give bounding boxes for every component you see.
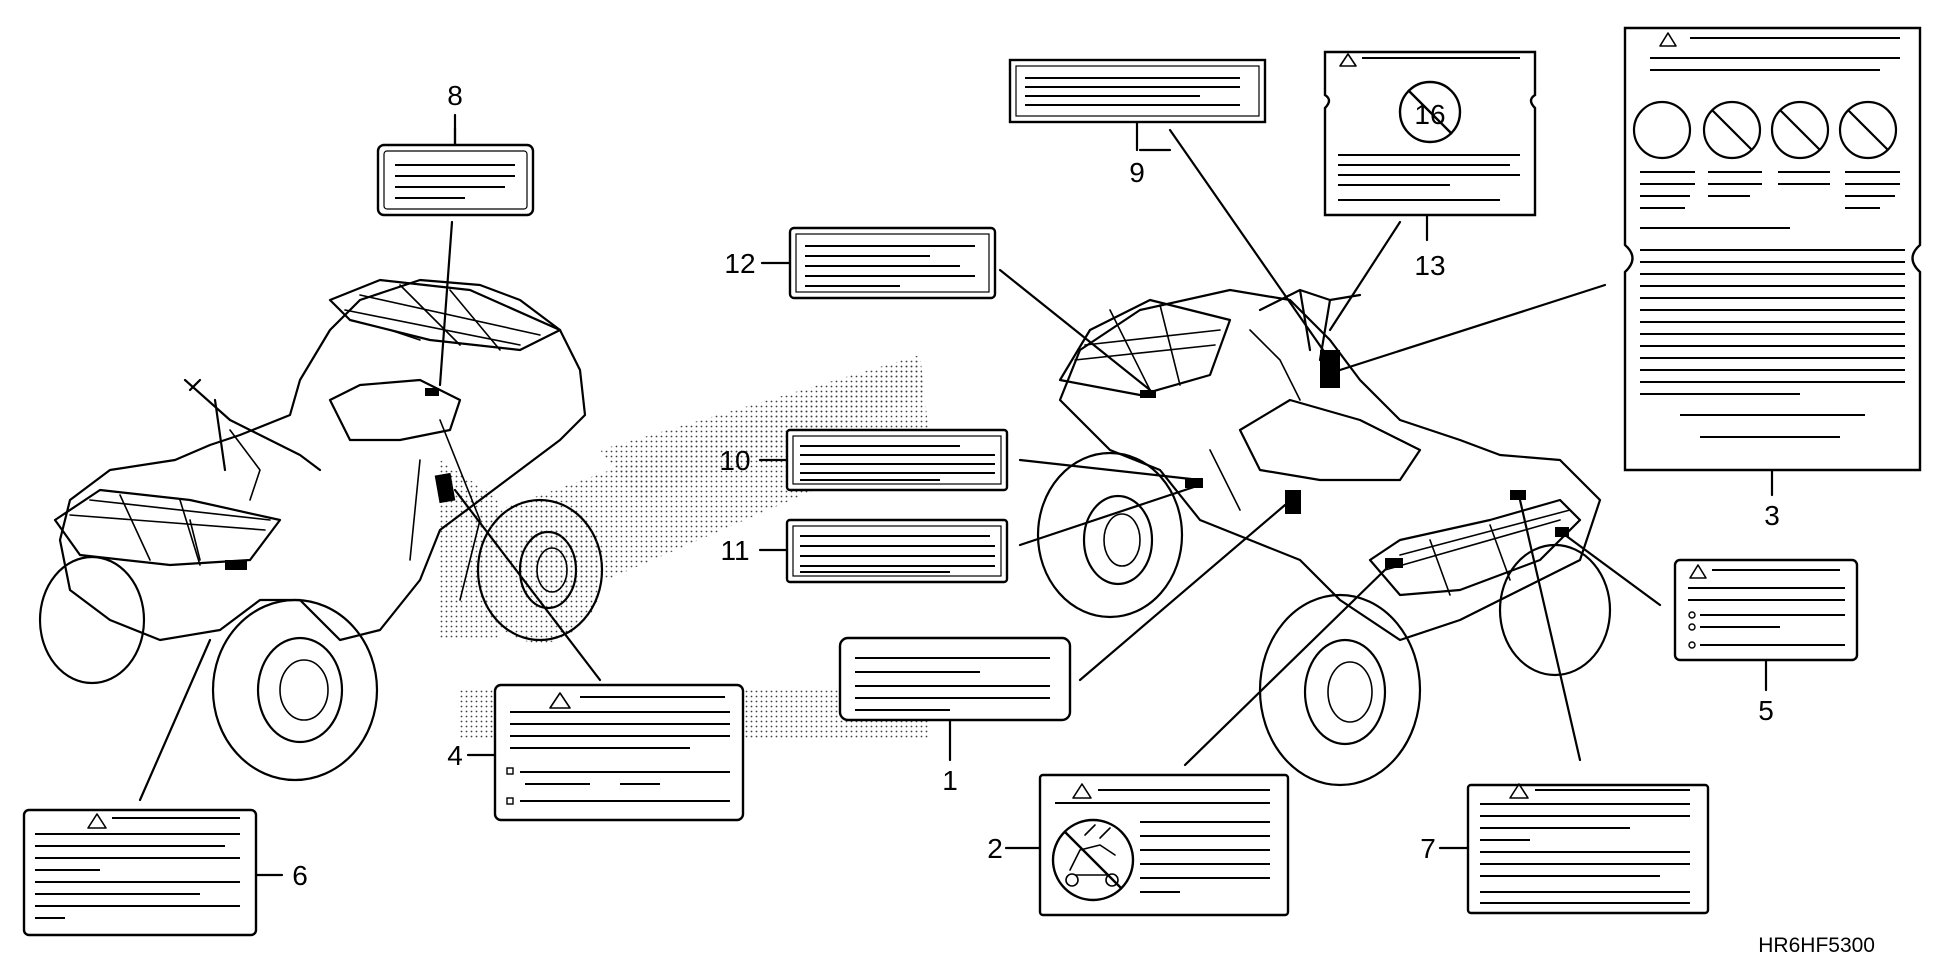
warning-triangle-icon <box>1689 564 1707 579</box>
diagram-code: HR6HF5300 <box>1758 934 1875 957</box>
atv-right-view <box>1036 288 1612 787</box>
label-5 <box>1673 558 1859 662</box>
warning-triangle-icon <box>87 813 107 829</box>
label-10 <box>785 428 1009 492</box>
age-restriction-icon: 16 <box>1398 80 1462 144</box>
callout-12: 12 <box>724 248 755 279</box>
leader-lines <box>138 126 1662 802</box>
callout-10: 10 <box>719 445 750 476</box>
label-1 <box>838 636 1072 722</box>
warning-triangle-icon <box>1072 783 1092 799</box>
label-11 <box>785 518 1009 584</box>
callout-6: 6 <box>292 860 308 891</box>
label-8 <box>376 143 535 217</box>
warning-triangle-icon <box>1659 32 1677 47</box>
label-7 <box>1466 783 1710 915</box>
warning-triangle-icon <box>549 692 571 709</box>
warning-triangle-icon <box>1509 783 1529 799</box>
atv-left-view <box>38 278 604 782</box>
callout-8: 8 <box>447 80 463 111</box>
callout-7: 7 <box>1420 833 1436 864</box>
callout-9: 9 <box>1129 157 1145 188</box>
label-4 <box>493 683 745 822</box>
label-3 <box>1623 26 1922 472</box>
label-2 <box>1038 773 1290 917</box>
warning-triangle-icon <box>1339 53 1357 67</box>
callout-3: 3 <box>1764 500 1780 531</box>
age-number: 16 <box>1414 99 1445 130</box>
callout-1: 1 <box>942 765 958 796</box>
callout-11: 11 <box>720 535 749 566</box>
callout-5: 5 <box>1758 695 1774 726</box>
callout-2: 2 <box>987 833 1003 864</box>
label-12 <box>788 226 997 300</box>
no-passenger-icon <box>1051 818 1135 902</box>
label-6 <box>22 808 258 937</box>
callout-4: 4 <box>447 740 463 771</box>
label-9 <box>1008 58 1267 124</box>
no-riding-icon <box>1632 100 1898 160</box>
label-13: 16 <box>1323 50 1537 217</box>
callout-13: 13 <box>1414 250 1445 281</box>
